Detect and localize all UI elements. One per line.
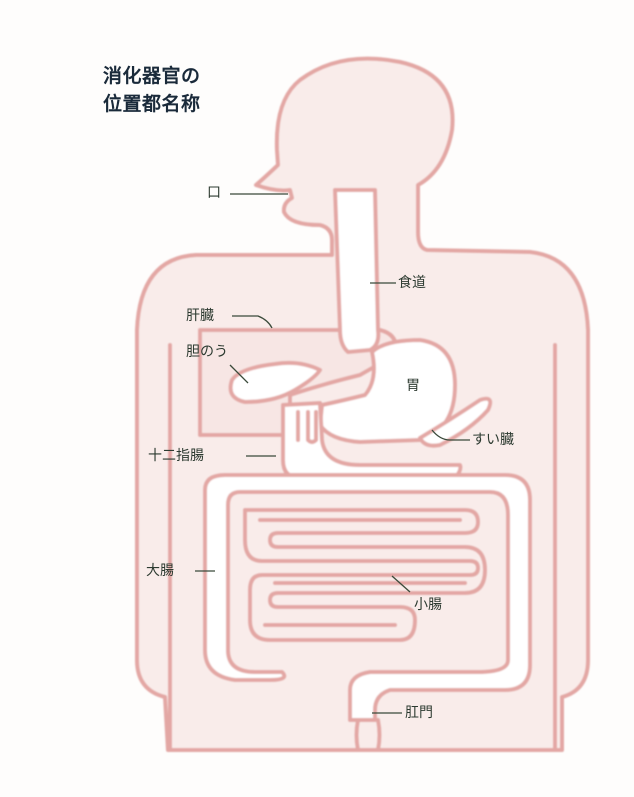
label-gallbladder: 胆のう [186,344,228,360]
esophagus-shape [333,188,381,354]
label-pancreas: すい臓 [472,432,514,448]
label-anus: 肛門 [405,705,433,721]
gallbladder-shape [228,360,322,404]
label-stomach: 胃 [406,378,420,394]
label-esophagus: 食道 [398,275,426,291]
small-intestine-leader [391,575,411,593]
label-liver: 肝臓 [186,308,214,324]
title-line-1: 消化器官の [103,65,201,87]
pancreas-leader [431,429,470,441]
diagram-title: 消化器官の 位置都名称 [103,62,201,118]
label-mouth: 口 [207,185,221,201]
pancreas-shape [418,396,493,448]
title-line-2: 位置都名称 [103,93,201,115]
label-duodenum: 十二指腸 [148,448,204,464]
small-intestine-shape [243,508,487,642]
large-intestine-shape [203,473,532,722]
gallbladder-leader [229,364,249,384]
liver-leader [232,315,273,329]
label-large-intestine: 大腸 [146,563,174,579]
label-small-intestine: 小腸 [414,597,442,613]
